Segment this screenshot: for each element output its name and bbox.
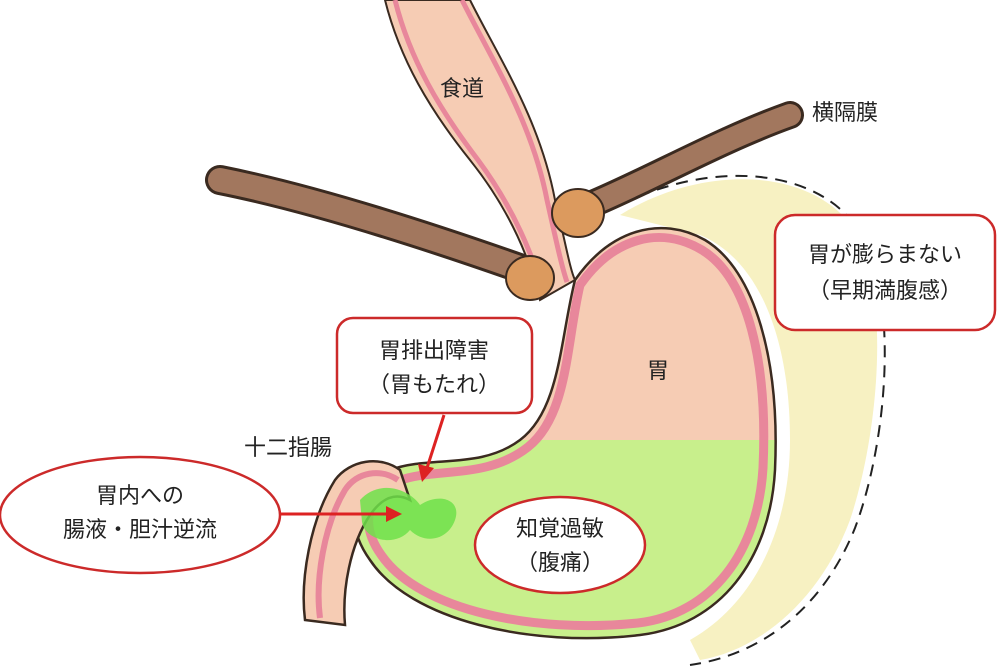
bile-reflux-splash	[360, 487, 457, 541]
upper-sphincter	[551, 188, 605, 238]
esophagus	[383, 0, 577, 302]
callout-early-satiety-line2: （早期満腹感）	[808, 279, 962, 304]
callout-delayed-emptying: 胃排出障害 （胃もたれ）	[335, 316, 534, 415]
arrow-delayed-emptying	[425, 414, 446, 469]
callout-hypersensitivity-line2: （腹痛）	[516, 551, 604, 576]
label-stomach: 胃	[647, 359, 669, 384]
callout-delayed-emptying-line1: 胃排出障害	[379, 339, 489, 364]
callout-early-satiety: 胃が膨らまない （早期満腹感）	[773, 213, 997, 332]
callout-hypersensitivity-line1: 知覚過敏	[516, 517, 604, 542]
callout-reflux-line1: 胃内への	[96, 484, 184, 509]
callout-hypersensitivity: 知覚過敏 （腹痛）	[473, 495, 647, 595]
callout-reflux: 胃内への 腸液・胆汁逆流	[0, 455, 282, 575]
callout-delayed-emptying-line2: （胃もたれ）	[368, 373, 500, 398]
label-diaphragm: 横隔膜	[812, 101, 878, 126]
label-esophagus: 食道	[440, 77, 484, 102]
stomach-wall	[353, 226, 777, 640]
stomach-expansion-outline	[619, 174, 886, 666]
label-duodenum: 十二指腸	[244, 436, 332, 461]
callout-reflux-line2: 腸液・胆汁逆流	[63, 518, 217, 543]
lower-sphincter	[505, 255, 555, 301]
callout-early-satiety-line1: 胃が膨らまない	[808, 243, 962, 268]
